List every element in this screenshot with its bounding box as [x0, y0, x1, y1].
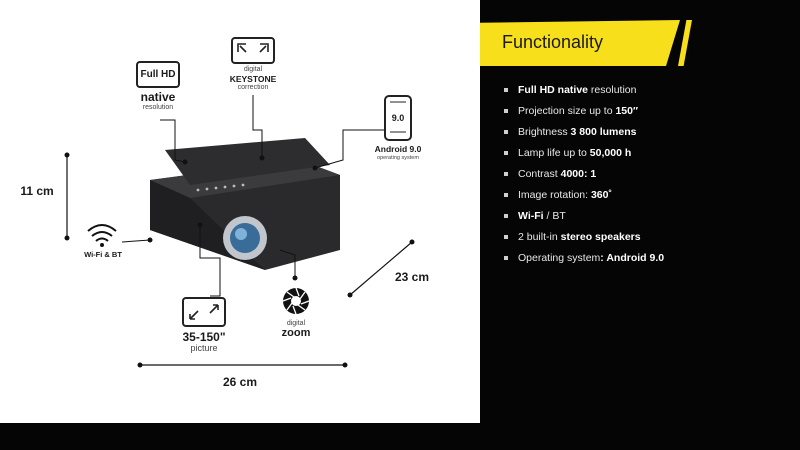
zoom-icon [282, 287, 310, 315]
android-screen-text: 9.0 [391, 113, 405, 123]
picture-size-icon [182, 297, 226, 327]
dimension-dots [64, 152, 415, 368]
banner-yellow-band [480, 20, 680, 66]
keystone-digital-label: digital [243, 66, 263, 73]
leader-lines [121, 95, 393, 297]
wifi-label: Wi-Fi & BT [84, 250, 122, 259]
feature-item: Full HD native resolution [502, 80, 664, 101]
feature-highlight: stereo speakers [560, 231, 641, 243]
leader-dots [147, 155, 318, 281]
feature-item: Image rotation: 360˚ [502, 185, 664, 206]
picture-label: picture [190, 343, 218, 353]
zoom-label: zoom [281, 327, 311, 339]
feature-text: / BT [543, 210, 566, 222]
dimension-lines [66, 155, 413, 366]
feature-text: Operating system [518, 252, 601, 264]
banner-title: Functionality [502, 32, 604, 52]
resolution-label: resolution [142, 104, 174, 111]
control-buttons [196, 183, 245, 192]
keystone-correction-label: correction [237, 84, 269, 91]
feature-item: Wi-Fi / BT [502, 206, 664, 227]
wifi-icon [87, 224, 117, 242]
feature-highlight: : Android 9.0 [600, 252, 665, 264]
bottom-bar [0, 423, 800, 450]
projector-lid [165, 138, 330, 185]
feature-item: Operating system: Android 9.0 [502, 248, 664, 269]
feature-highlight: 4000: 1 [560, 168, 597, 180]
feature-item: 2 built-in stereo speakers [502, 227, 664, 248]
feature-text: Image rotation: [518, 189, 591, 201]
keystone-label: KEYSTONE [229, 74, 277, 84]
feature-highlight: 3 800 lumens [570, 126, 637, 138]
phone-icon [384, 95, 412, 141]
picture-size-label: 35-150" [182, 330, 226, 344]
android-label: Android 9.0 [374, 144, 422, 154]
feature-text: Brightness [518, 126, 571, 138]
feature-highlight: 50,000 h [589, 147, 632, 159]
feature-highlight: 150″ [615, 105, 639, 117]
wifi-dot [100, 243, 104, 247]
feature-item: Brightness 3 800 lumens [502, 122, 664, 143]
feature-text: 2 built-in [518, 231, 561, 243]
feature-highlight: Wi-Fi [518, 210, 544, 222]
banner-yellow-stripe [678, 20, 692, 66]
projector-illustration [64, 37, 415, 368]
feature-text: resolution [588, 84, 637, 96]
zoom-digital-label: digital [286, 320, 306, 327]
keystone-icon [231, 37, 275, 64]
depth-dimension: 23 cm [394, 270, 430, 284]
functionality-banner: Functionality [480, 20, 800, 70]
feature-text: Projection size up to [518, 105, 616, 117]
feature-highlight: Full HD native [518, 84, 589, 96]
feature-item: Lamp life up to 50,000 h [502, 143, 664, 164]
feature-text: Lamp life up to [518, 147, 590, 159]
fullhd-badge-frame [136, 61, 180, 88]
fullhd-badge-text: Full HD [140, 69, 176, 80]
width-dimension: 26 cm [222, 375, 258, 389]
native-label: native [140, 90, 176, 104]
feature-highlight: 360˚ [590, 189, 612, 201]
lens-glare [235, 228, 247, 240]
feature-item: Projection size up to 150″ [502, 101, 664, 122]
feature-text: Contrast [518, 168, 561, 180]
feature-item: Contrast 4000: 1 [502, 164, 664, 185]
android-sub-label: operating system [377, 155, 419, 161]
product-image-panel: Full HD native resolution digital KEYSTO… [0, 0, 480, 423]
height-dimension: 11 cm [20, 184, 54, 198]
